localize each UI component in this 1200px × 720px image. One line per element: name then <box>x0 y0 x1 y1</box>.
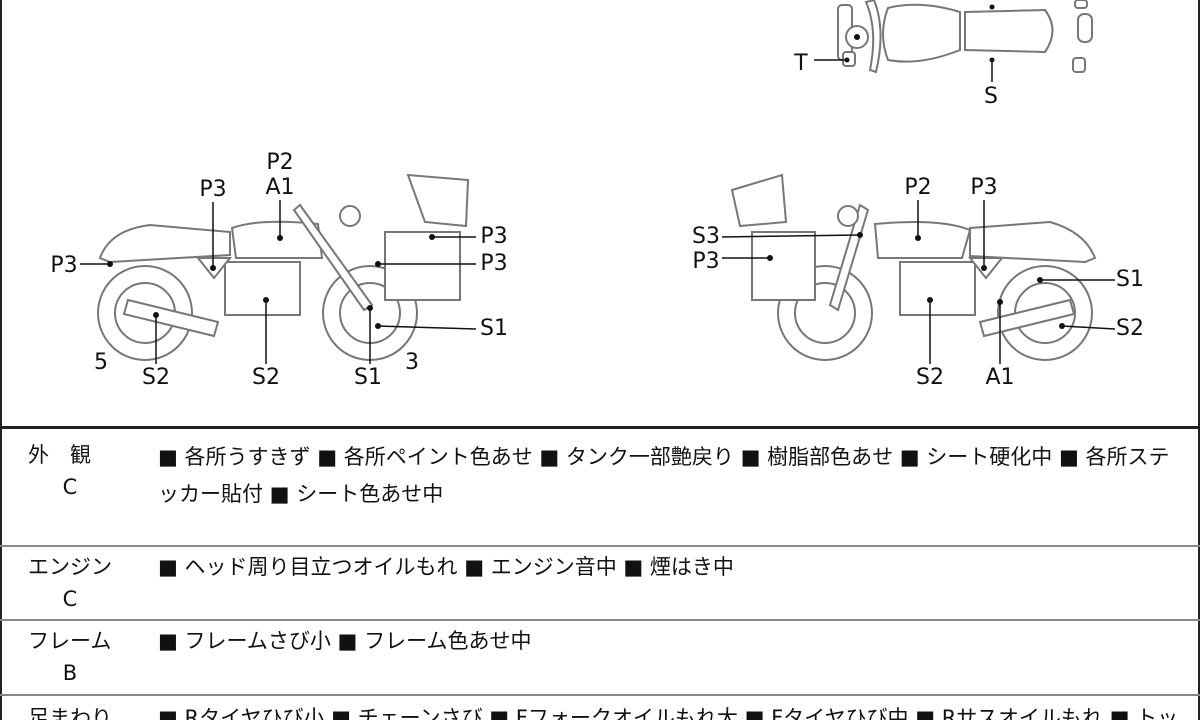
diagram-label: P3 <box>692 249 720 274</box>
condition-items: ■ ヘッド周り目立つオイルもれ ■ エンジン音中 ■ 煙はき中 <box>158 555 734 579</box>
diagram-label: P3 <box>480 224 508 249</box>
category-grade: C <box>62 475 78 499</box>
condition-row-frame: フレーム B ■ フレームさび小 ■ フレーム色あせ中 <box>0 621 1200 693</box>
diagram-label: S2 <box>916 365 944 390</box>
condition-items: ■ フレームさび小 ■ フレーム色あせ中 <box>158 629 532 653</box>
condition-items: ■ Rタイヤひび小 ■ チェーンさび ■ Fフォークオイルもれ大 ■ Fタイヤひ… <box>158 706 1179 720</box>
diagram-label: 5 <box>94 350 108 375</box>
diagram-label: P3 <box>199 177 227 202</box>
divider <box>0 545 1200 547</box>
category-name: エンジン <box>28 555 112 579</box>
condition-items: ■ 各所うすきず ■ 各所ペイント色あせ ■ タンク一部艶戻り ■ 樹脂部色あせ… <box>158 445 1170 506</box>
category-name: 足まわり <box>28 706 112 720</box>
diagram-label: P2 <box>266 150 294 175</box>
condition-row-suspension: 足まわり ■ Rタイヤひび小 ■ チェーンさび ■ Fフォークオイルもれ大 ■ … <box>0 696 1200 720</box>
category-grade: C <box>62 587 78 611</box>
diagram-label: P3 <box>480 251 508 276</box>
diagram-label: S3 <box>692 224 720 249</box>
diagram-label: S2 <box>1116 316 1144 341</box>
diagram-label: T <box>794 51 808 76</box>
left-border <box>0 0 2 720</box>
diagram-label: A1 <box>265 175 295 200</box>
diagram-label: P2 <box>904 175 932 200</box>
diagram-label: P3 <box>970 175 998 200</box>
condition-row-exterior: 外 観 C ■ 各所うすきず ■ 各所ペイント色あせ ■ タンク一部艶戻り ■ 樹… <box>0 429 1200 545</box>
diagram-label: S2 <box>252 365 280 390</box>
diagram-label: S2 <box>142 365 170 390</box>
left-side-motorcycle <box>80 173 477 364</box>
diagram-label: 3 <box>405 350 419 375</box>
diagram-label: A1 <box>985 365 1015 390</box>
right-border <box>1198 0 1200 720</box>
divider <box>0 694 1200 696</box>
diagram-label: P3 <box>50 253 78 278</box>
condition-row-engine: エンジン C ■ ヘッド周り目立つオイルもれ ■ エンジン音中 ■ 煙はき中 <box>0 547 1200 619</box>
category-grade: B <box>62 661 78 685</box>
diagram-label: S1 <box>354 365 382 390</box>
diagram-label: S <box>984 84 998 109</box>
diagram-label: S1 <box>480 316 508 341</box>
motorcycle-diagram <box>80 0 1116 364</box>
category-name: 外 観 <box>28 443 91 467</box>
divider <box>0 426 1200 429</box>
right-side-motorcycle <box>721 173 1116 364</box>
diagram-label: S1 <box>1116 267 1144 292</box>
divider <box>0 619 1200 621</box>
top-view-motorcycle <box>814 0 1093 82</box>
category-name: フレーム <box>28 629 112 653</box>
